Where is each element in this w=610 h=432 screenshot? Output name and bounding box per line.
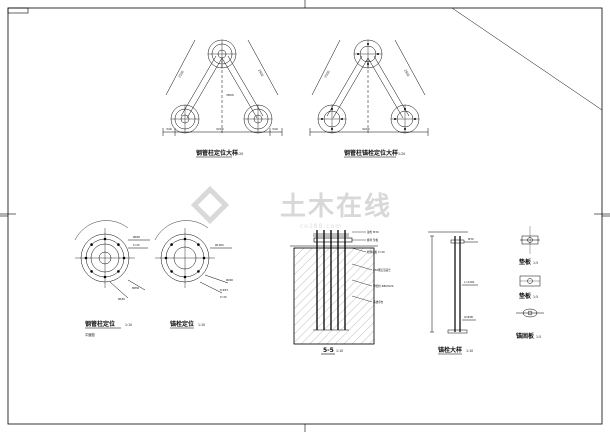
anchor-detail-title: 锚栓大样 <box>438 346 462 354</box>
column-plan-callout-4: Φ650 <box>118 297 125 301</box>
section-title: 5-5 <box>323 347 334 354</box>
column-plan-sub: 平面图 <box>85 333 95 337</box>
anchor-detail-labels: M30 L=1200 Q345B 锚栓大样 1:10 <box>438 237 475 355</box>
section-note-4: C30细石混凝土 <box>373 268 391 272</box>
column-plan-title: 钢管柱定位 <box>85 320 115 328</box>
plan-b-title: 钢管柱锚栓定位大样 <box>344 149 398 157</box>
small-detail-3 <box>516 308 544 318</box>
section-scale: 1:10 <box>336 349 343 353</box>
anchor-plan-labels: Φ1000 Φ900 8-Φ33 t=30 锚栓定位 1:10 <box>170 243 233 329</box>
small-detail-3-title: 锚固板 <box>516 332 535 340</box>
anchor-plan-title: 锚栓定位 <box>170 320 194 328</box>
plan-b-scale: 1:20 <box>398 152 405 156</box>
small-detail-2 <box>519 275 541 287</box>
plan-a-dim-4: 340 <box>166 127 172 131</box>
watermark-brand: 土木在线 <box>280 192 392 222</box>
plan-b-view <box>309 39 429 136</box>
anchor-plan-callout-3: 8-Φ33 <box>220 288 228 292</box>
plan-a-dim-3: 3800 <box>226 93 234 97</box>
small-detail-2-scale: 1:5 <box>533 295 538 299</box>
small-details-labels: 垫板 1:5 垫板 1:5 锚固板 1:5 <box>516 258 541 340</box>
plan-b-labels: 2500 2500 3200 钢管柱锚栓定位大样 1:20 <box>323 69 410 158</box>
plan-b-dim-3: 3200 <box>362 127 370 131</box>
plan-a-dim-6: 340 <box>272 127 278 131</box>
plan-a-dim-1: 2500 <box>177 70 184 79</box>
plan-a-dim-2: 2500 <box>257 69 264 78</box>
small-detail-1-scale: 1:5 <box>533 261 538 265</box>
anchor-detail-note-1: M30 <box>468 237 474 241</box>
anchor-detail-view <box>428 231 478 334</box>
section-note-3: 柱脚底板 t=30 <box>367 250 385 254</box>
watermark-sub: co188.com <box>300 223 342 230</box>
section-view <box>290 230 378 345</box>
anchor-plan-callout-1: Φ1000 <box>215 243 224 247</box>
small-detail-2-title: 垫板 <box>519 292 532 300</box>
anchor-plan-scale: 1:10 <box>198 323 205 327</box>
section-note-5: 钢管柱 Φ800x20 <box>373 284 394 288</box>
anchor-detail-note-3: Q345B <box>464 315 473 319</box>
plan-a-labels: 2500 2500 3800 340 3200 340 钢管柱定位大样 1:20 <box>166 69 278 158</box>
column-plan-callout-1: Φ800 <box>133 235 140 239</box>
column-plan-callout-2: t=20 <box>133 243 140 247</box>
fold-line <box>451 7 603 111</box>
anchor-plan-callout-4: t=30 <box>220 295 227 299</box>
section-labels: 锚栓 M30 螺母 垫板 柱脚底板 t=30 C30细石混凝土 钢管柱 Φ800… <box>321 230 394 355</box>
column-plan-labels: Φ800 t=20 8M30 Φ650 钢管柱定位 1:10 平面图 <box>85 235 140 337</box>
title-tab <box>7 7 29 14</box>
anchor-detail-scale: 1:10 <box>466 349 473 353</box>
watermark: 土木在线 co188.com <box>190 185 392 230</box>
small-detail-1-title: 垫板 <box>519 258 532 266</box>
anchor-plan-callout-2: Φ900 <box>226 278 233 282</box>
plan-b-dim-2: 2500 <box>403 69 410 78</box>
plan-a-title: 钢管柱定位大样 <box>196 149 238 157</box>
plan-a-dim-5: 3200 <box>216 127 224 131</box>
small-detail-3-scale: 1:5 <box>536 335 541 339</box>
section-note-2: 螺母 垫板 <box>367 238 379 242</box>
column-plan-callout-3: 8M30 <box>132 286 140 290</box>
anchor-detail-note-2: L=1200 <box>464 280 475 284</box>
plan-a-view <box>162 39 283 136</box>
column-plan-bolts <box>84 237 126 279</box>
column-plan-scale: 1:10 <box>125 323 132 327</box>
section-note-6: 基础承台 <box>373 300 384 304</box>
plan-a-scale: 1:20 <box>236 152 243 156</box>
small-detail-1 <box>520 226 540 254</box>
section-note-1: 锚栓 M30 <box>367 230 379 234</box>
anchor-plan-bolts <box>164 237 206 279</box>
plan-b-dim-1: 2500 <box>323 70 330 79</box>
anchor-plan-view <box>154 220 232 294</box>
